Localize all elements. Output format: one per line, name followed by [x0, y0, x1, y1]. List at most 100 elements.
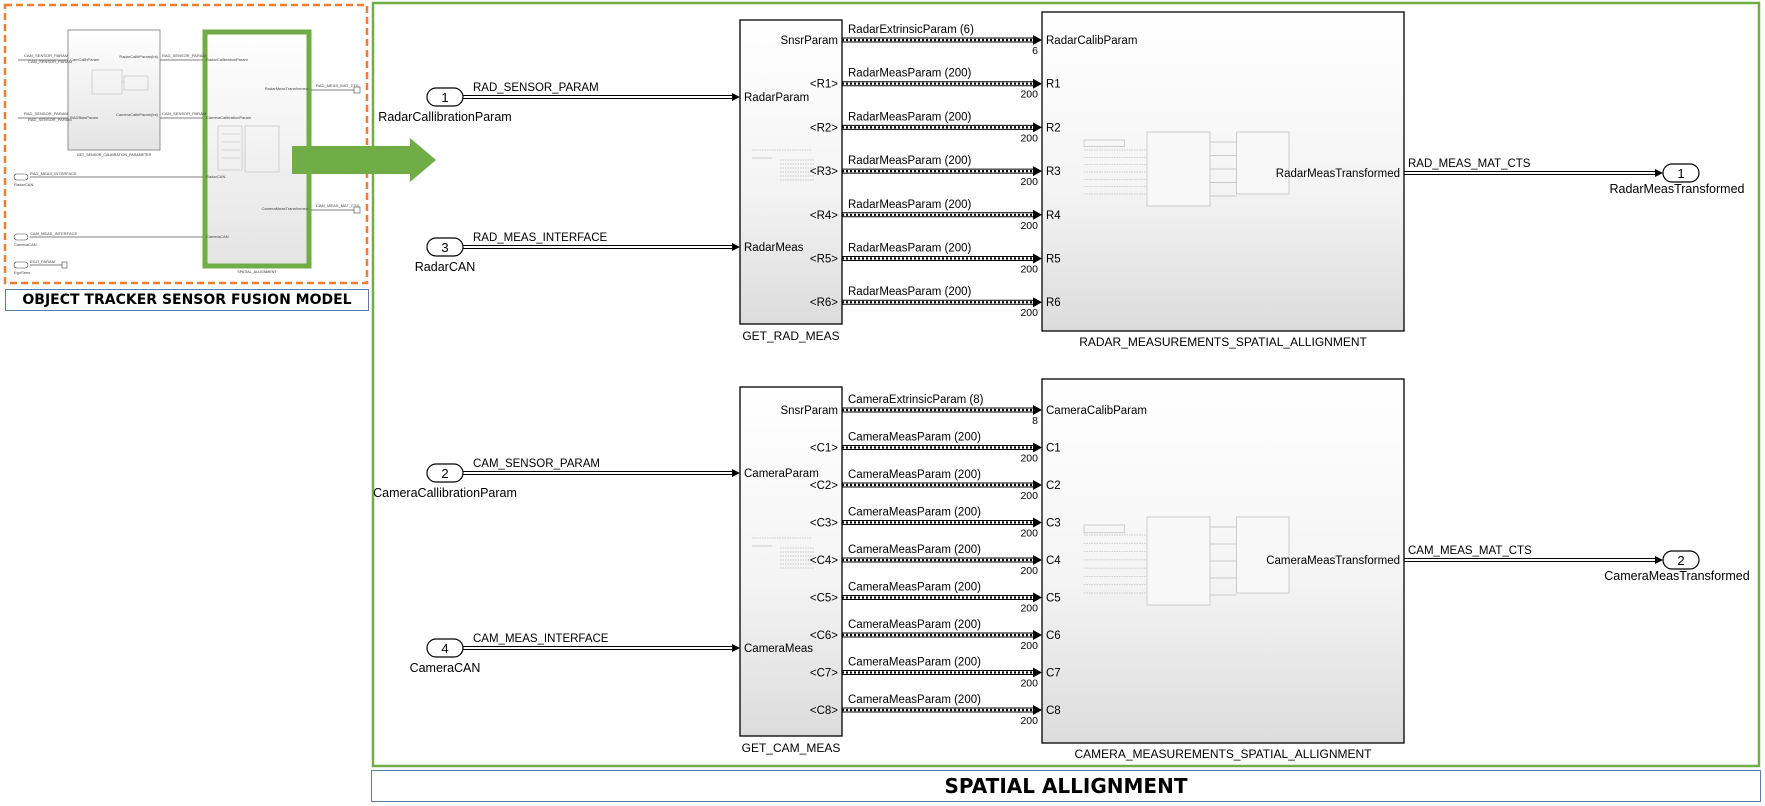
camera-align-inport-label: C5 — [1046, 593, 1061, 605]
camera-bus-line — [842, 555, 1042, 565]
svg-text:RadarMeasTransformed: RadarMeasTransformed — [265, 86, 308, 91]
camera-bus-label: CameraMeasParam (200) — [848, 619, 981, 631]
camera-outport-name: CameraMeasTransformed — [1604, 569, 1749, 583]
camera-bus-label: CameraMeasParam (200) — [848, 657, 981, 669]
overview-spatial-inner — [217, 125, 280, 173]
camera-bus-line — [842, 480, 1042, 490]
camera-get-block[interactable] — [739, 386, 843, 737]
radar-param-inport-number: 1 — [441, 90, 448, 105]
svg-text:RAD_SENSOR_PARAM: RAD_SENSOR_PARAM — [162, 53, 206, 58]
radar-align-inport-label: RadarCalibParam — [1046, 35, 1137, 47]
camera-outport-number: 2 — [1677, 553, 1684, 568]
radar-param-inport[interactable] — [426, 87, 464, 107]
svg-text:CameraCAN: CameraCAN — [206, 234, 229, 239]
radar-get-block-name: GET_RAD_MEAS — [742, 329, 839, 343]
camera-bus-dim: 200 — [1020, 715, 1038, 727]
svg-text:CAM_MEAS_MAT_CTS: CAM_MEAS_MAT_CTS — [316, 203, 359, 208]
camera-bus-dim: 200 — [1020, 490, 1038, 502]
radar-bus-label: RadarMeasParam (200) — [848, 68, 972, 80]
camera-meas-signal — [463, 644, 740, 652]
radar-align-inport-label: R2 — [1046, 122, 1061, 134]
radar-bus-line — [842, 35, 1042, 45]
camera-get-outport-label: SnsrParam — [780, 405, 838, 417]
radar-inner-subsystem — [1083, 131, 1290, 207]
radar-align-inport-label: R6 — [1046, 297, 1061, 309]
zoom-arrow — [292, 138, 436, 182]
camera-get-block-name: GET_CAM_MEAS — [742, 741, 841, 755]
camera-bus-line — [842, 667, 1042, 678]
radar-bus-dim: 200 — [1020, 89, 1038, 101]
svg-text:CameraCalibrationParam: CameraCalibrationParam — [206, 115, 252, 120]
radar-param-inport-name: RadarCallibrationParam — [378, 110, 511, 124]
camera-get-outport-label: <C4> — [810, 555, 838, 567]
camera-bus-dim: 200 — [1020, 640, 1038, 652]
radar-out-signal — [1404, 169, 1663, 177]
radar-bus-dim: 200 — [1020, 264, 1038, 276]
camera-get-outport-label: <C3> — [810, 518, 838, 530]
camera-param-inport-name: CameraCallibrationParam — [373, 486, 517, 500]
radar-bus-label: RadarMeasParam (200) — [848, 155, 972, 167]
svg-text:CAM_MEAS_INTERFACE: CAM_MEAS_INTERFACE — [30, 231, 77, 236]
radar-outport[interactable] — [1662, 163, 1700, 183]
camera-inner-selector — [752, 537, 814, 569]
radar-bus-dim: 200 — [1020, 176, 1038, 188]
camera-get-outport-label: <C5> — [810, 593, 838, 605]
camera-meas-inport-name: CameraCAN — [410, 661, 481, 675]
overview-caption: OBJECT TRACKER SENSOR FUSION MODEL — [5, 289, 369, 311]
overview-model: GET_SENSOR_CALIBRATION_PARAMETER SPATIAL… — [3, 3, 369, 285]
camera-param-signal-label: CAM_SENSOR_PARAM — [473, 458, 600, 470]
svg-text:CameraMeasTransformed: CameraMeasTransformed — [261, 206, 308, 211]
radar-bus-dim: 6 — [1032, 45, 1038, 57]
radar-out-signal-label: RAD_MEAS_MAT_CTS — [1408, 158, 1531, 170]
camera-out-signal — [1404, 556, 1663, 564]
radar-bus-line — [842, 297, 1042, 308]
main-frame — [371, 1, 1761, 768]
svg-text:CameraCalibParam(int): CameraCalibParam(int) — [116, 112, 159, 117]
svg-text:CamCalibParam: CamCalibParam — [70, 57, 100, 62]
radar-param-signal-label: RAD_SENSOR_PARAM — [473, 82, 599, 94]
camera-get-inport-label: CameraMeas — [744, 643, 813, 655]
camera-bus-label: CameraMeasParam (200) — [848, 469, 981, 481]
radar-align-inport-label: R3 — [1046, 166, 1061, 178]
radar-get-inport-label: RadarMeas — [744, 242, 804, 254]
camera-align-inport-label: C3 — [1046, 518, 1061, 530]
camera-bus-dim: 200 — [1020, 453, 1038, 465]
radar-bus-line — [842, 166, 1042, 177]
camera-align-inport-label: C6 — [1046, 630, 1061, 642]
radar-bus-dim: 200 — [1020, 307, 1038, 319]
camera-get-outport-label: <C1> — [810, 443, 838, 455]
svg-text:EgoSees: EgoSees — [14, 270, 30, 275]
radar-bus-label: RadarExtrinsicParam (6) — [848, 24, 974, 36]
radar-align-outport-label: RadarMeasTransformed — [1276, 168, 1400, 180]
camera-meas-inport[interactable] — [426, 638, 464, 658]
svg-text:RadarCalibrationParam: RadarCalibrationParam — [206, 57, 248, 62]
camera-bus-dim: 8 — [1032, 415, 1038, 427]
radar-bus-label: RadarMeasParam (200) — [848, 243, 972, 255]
camera-outport[interactable] — [1662, 550, 1700, 570]
main-diagram: 1RadarCallibrationParam3RadarCANRAD_SENS… — [373, 11, 1750, 761]
radar-meas-inport[interactable] — [426, 237, 464, 257]
radar-bus-line — [842, 122, 1042, 133]
camera-param-inport[interactable] — [426, 463, 464, 483]
camera-bus-line — [842, 442, 1042, 453]
camera-align-inport-label: C8 — [1046, 705, 1061, 717]
svg-text:RAD_SENSOR_PARAM: RAD_SENSOR_PARAM — [24, 111, 68, 116]
camera-bus-line — [842, 405, 1042, 415]
radar-get-outport-label: <R5> — [810, 254, 838, 266]
radar-bus-line — [842, 253, 1042, 264]
camera-align-inport-label: C7 — [1046, 668, 1061, 680]
svg-text:EGO_PARAM: EGO_PARAM — [30, 259, 55, 264]
radar-get-outport-label: <R2> — [810, 122, 838, 134]
svg-text:RAD_MEAS_MAT_CTS: RAD_MEAS_MAT_CTS — [316, 83, 359, 88]
radar-align-block[interactable] — [1041, 11, 1405, 332]
camera-get-inport-label: CameraParam — [744, 468, 819, 480]
camera-param-inport-number: 2 — [441, 466, 448, 481]
svg-text:RadarCAN: RadarCAN — [14, 182, 33, 187]
camera-get-outport-label: <C8> — [810, 705, 838, 717]
radar-meas-inport-number: 3 — [441, 240, 448, 255]
camera-out-signal-label: CAM_MEAS_MAT_CTS — [1408, 545, 1532, 557]
radar-align-block-name: RADAR_MEASUREMENTS_SPATIAL_ALLIGNMENT — [1079, 335, 1367, 349]
radar-bus-label: RadarMeasParam (200) — [848, 286, 972, 298]
radar-get-outport-label: SnsrParam — [780, 35, 838, 47]
radar-get-outport-label: <R1> — [810, 79, 838, 91]
